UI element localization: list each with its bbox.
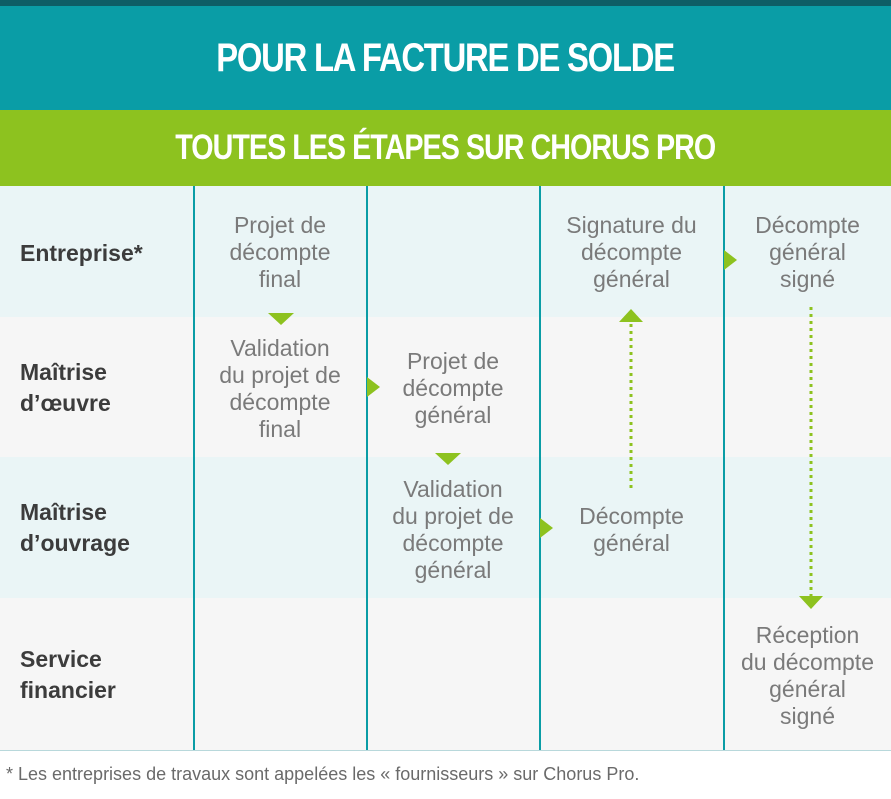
row-band-maitrise-oeuvre xyxy=(0,317,891,457)
row-band-entreprise xyxy=(0,186,891,317)
arrow-right-2 xyxy=(540,518,553,538)
cell-validation-decompte-general: Validation du projet de décompte général xyxy=(392,476,514,583)
row-label-maitrise-ouvrage: Maîtrise d’ouvrage xyxy=(20,499,130,556)
arrow-up-head xyxy=(619,309,643,322)
row-band-service-financier xyxy=(0,598,891,751)
page-subtitle: TOUTES LES ÉTAPES SUR CHORUS PRO xyxy=(0,110,891,186)
page-title: POUR LA FACTURE DE SOLDE xyxy=(0,6,891,110)
cell-decompte-general-signe: Décompte général signé xyxy=(755,212,860,292)
table-bottom-border xyxy=(0,750,891,751)
cell-decompte-general: Décompte général xyxy=(579,503,684,556)
page-subtitle-text: TOUTES LES ÉTAPES SUR CHORUS PRO xyxy=(175,128,717,167)
cell-validation-decompte-final: Validation du projet de décompte final xyxy=(219,335,341,442)
cell-projet-decompte-final: Projet de décompte final xyxy=(229,212,331,292)
arrow-down-head xyxy=(799,596,823,609)
column-divider-1 xyxy=(193,186,195,751)
arrow-down-1 xyxy=(268,313,294,325)
cell-signature-decompte-general: Signature du décompte général xyxy=(566,212,697,292)
column-divider-4 xyxy=(723,186,725,751)
footnote: * Les entreprises de travaux sont appelé… xyxy=(6,764,640,784)
row-label-entreprise: Entreprise* xyxy=(20,240,143,266)
column-divider-2 xyxy=(366,186,368,751)
arrow-right-3 xyxy=(724,250,737,270)
page-title-text: POUR LA FACTURE DE SOLDE xyxy=(216,35,676,80)
column-divider-3 xyxy=(539,186,541,751)
cell-projet-decompte-general: Projet de décompte général xyxy=(402,348,504,428)
cell-reception-decompte: Réception du décompte général signé xyxy=(741,622,874,729)
arrow-right-1 xyxy=(367,377,380,397)
row-label-service-financier: Service financier xyxy=(20,646,116,703)
row-label-maitrise-oeuvre: Maîtrise d’œuvre xyxy=(20,359,111,416)
row-band-maitrise-ouvrage xyxy=(0,457,891,598)
arrow-down-2 xyxy=(435,453,461,465)
top-strip xyxy=(0,0,891,6)
